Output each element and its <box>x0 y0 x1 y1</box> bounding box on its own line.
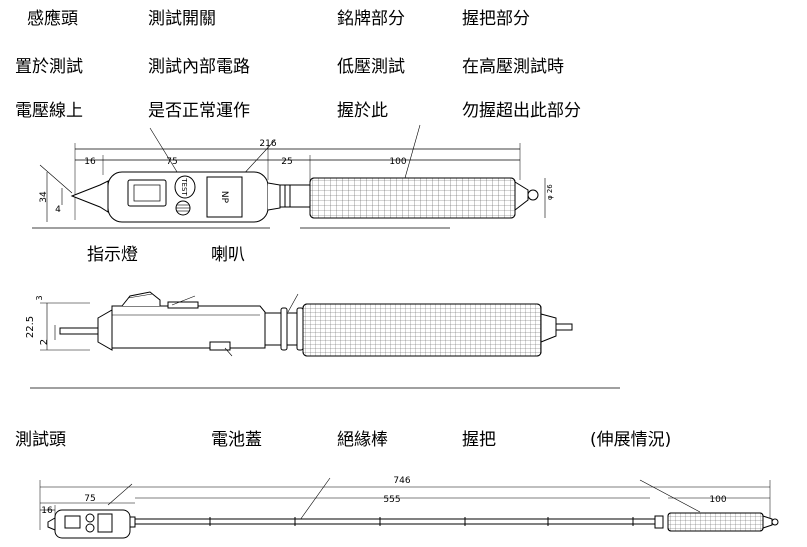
dim-4-text: 4 <box>55 205 61 215</box>
dim-3-text: 3 <box>35 295 44 300</box>
dim-100b-text: 100 <box>709 495 726 505</box>
insulating-rod <box>134 518 656 525</box>
side-switch <box>121 291 161 307</box>
side-grip-hatched <box>302 303 542 357</box>
nameplate-text: NP <box>219 191 229 204</box>
dim-diameter-text: φ 26 <box>546 184 554 200</box>
label-test-switch: 測試開關 <box>148 9 216 29</box>
label-hold-here: 握於此 <box>337 101 388 121</box>
label-do-not-hold-beyond: 勿握超出此部分 <box>462 101 581 121</box>
test-text: TEST <box>180 177 188 196</box>
dim-216-text: 216 <box>259 139 276 149</box>
dim-75-text: 75 <box>166 157 177 167</box>
extended-grip <box>667 512 764 532</box>
extended-view-detector <box>39 477 779 539</box>
dim-22-5-text: 22.5 <box>25 316 36 338</box>
dim-746-text: 746 <box>393 476 410 486</box>
top-view-detector: TEST NP φ 26 <box>32 124 554 229</box>
dim-34-text: 34 <box>39 191 49 203</box>
nameplate <box>206 176 243 218</box>
test-button <box>174 175 196 199</box>
label-working-normally: 是否正常運作 <box>148 101 250 121</box>
dim-16-text: 16 <box>84 157 96 167</box>
dim-16b-text: 16 <box>41 506 53 516</box>
label-insulating-rod: 絕緣棒 <box>337 430 388 450</box>
grip-hatched <box>309 177 516 219</box>
label-speaker: 喇叭 <box>211 245 245 265</box>
label-grip: 握把 <box>462 430 496 450</box>
indicator-window <box>127 179 167 207</box>
dim-2-text: 2 <box>39 339 50 345</box>
label-grip-part: 握把部分 <box>462 9 530 29</box>
dim-25-text: 25 <box>281 157 292 167</box>
label-test-internal-circuit: 測試內部電路 <box>148 57 250 77</box>
label-nameplate: 銘牌部分 <box>337 9 405 29</box>
side-body <box>111 305 266 349</box>
label-test-head: 測試頭 <box>15 430 66 450</box>
dim-100-text: 100 <box>389 157 406 167</box>
label-extended-state: (伸展情況) <box>590 430 672 450</box>
label-low-voltage-test: 低壓測試 <box>337 57 405 77</box>
label-battery-cover: 電池蓋 <box>211 430 262 450</box>
label-voltage-line: 電壓線上 <box>15 101 83 121</box>
label-indicator-lamp: 指示燈 <box>87 245 138 265</box>
side-view-detector <box>30 291 620 389</box>
dim-555-text: 555 <box>383 495 400 505</box>
label-sensor-head: 感應頭 <box>27 9 78 29</box>
dim-75b-text: 75 <box>84 494 95 504</box>
label-high-voltage-test: 在高壓測試時 <box>462 57 564 77</box>
label-place-on-test: 置於測試 <box>15 57 83 77</box>
